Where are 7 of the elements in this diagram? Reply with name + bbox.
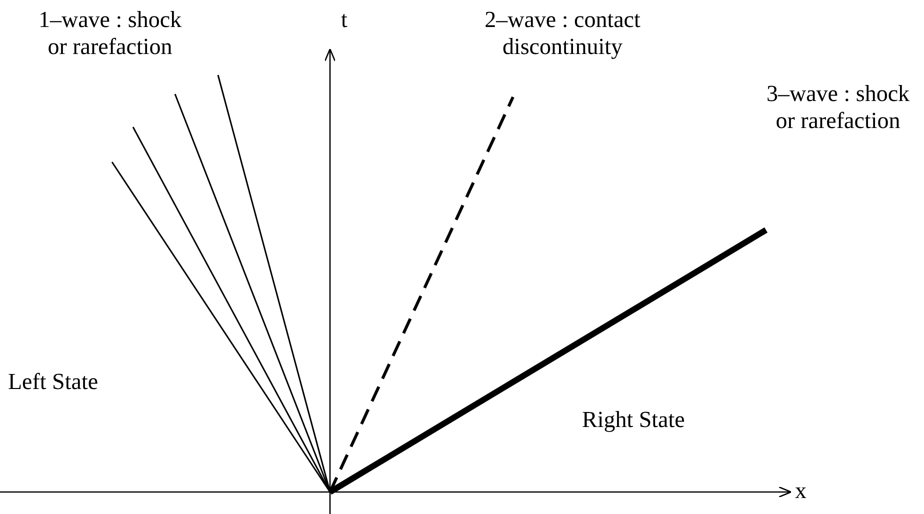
region-label: Right State (582, 406, 686, 433)
wave-label: 2–wave : contact discontinuity (484, 6, 642, 60)
axis-label: t (341, 6, 348, 33)
axis-label: x (795, 477, 808, 504)
wave-label: 1–wave : shock or rarefaction (37, 6, 183, 60)
wave-label: 3–wave : shock or rarefaction (765, 80, 911, 134)
region-label: Left State (8, 368, 100, 395)
